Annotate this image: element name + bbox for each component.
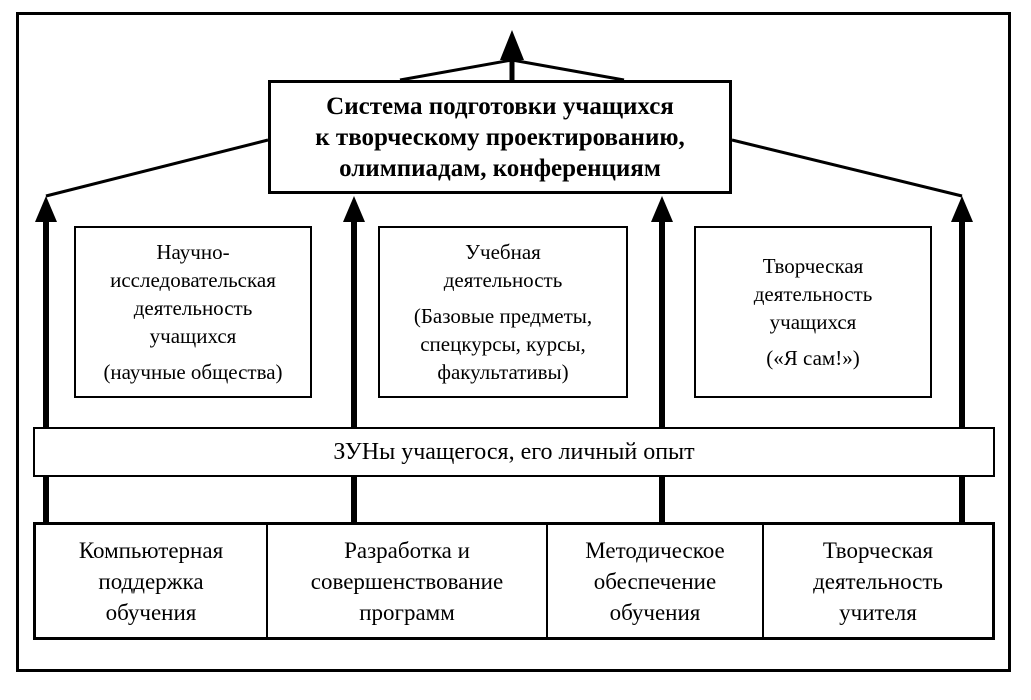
outer-frame (16, 12, 1011, 672)
activity-label: учащихся (149, 324, 237, 348)
arrowhead-4 (951, 196, 973, 222)
research-activity-box: Научно- исследовательская деятельность у… (74, 226, 312, 398)
activity-note: (Базовые предметы, (413, 304, 593, 328)
support-label: совершенствование (310, 568, 504, 594)
support-label: обучения (609, 599, 701, 625)
title-line: Система подготовки учащихся (326, 92, 674, 120)
connector-left (45, 138, 269, 198)
support-cell-methodology: Методическое обеспечение обучения (548, 525, 764, 637)
arrowhead-3 (651, 196, 673, 222)
support-label: деятельность (813, 568, 943, 594)
support-cell-teacher: Творческая деятельность учителя (764, 525, 992, 637)
arrowhead-1 (35, 196, 57, 222)
output-connector-left (399, 58, 513, 82)
study-activity-box: Учебная деятельность (Базовые предметы, … (378, 226, 628, 398)
foundation-bar: ЗУНы учащегося, его личный опыт (33, 427, 995, 477)
creative-activity-box: Творческая деятельность учащихся («Я сам… (694, 226, 932, 398)
support-label: обеспечение (593, 568, 717, 594)
connector-right (731, 138, 963, 198)
support-label: Творческая (822, 537, 934, 563)
support-label: программ (359, 599, 455, 625)
support-label: обучения (105, 599, 197, 625)
arrowhead-2 (343, 196, 365, 222)
activity-note: спецкурсы, курсы, (420, 332, 586, 356)
activity-label: исследовательская (110, 268, 276, 292)
activity-label: Научно- (156, 240, 230, 264)
output-connector-right (511, 58, 625, 82)
support-label: Компьютерная (78, 537, 224, 563)
foundation-label: ЗУНы учащегося, его личный опыт (333, 438, 695, 465)
activity-label: деятельность (443, 268, 563, 292)
system-title-box: Система подготовки учащихся к творческом… (268, 80, 732, 194)
support-label: поддержка (98, 568, 204, 594)
support-cell-computer: Компьютерная поддержка обучения (36, 525, 268, 637)
activity-note: («Я сам!») (766, 346, 860, 370)
activity-label: Учебная (465, 240, 541, 264)
title-line: к творческому проектированию, (315, 123, 685, 151)
activity-label: деятельность (753, 282, 873, 306)
output-arrowhead (500, 30, 524, 60)
activity-note: факультативы) (437, 360, 569, 384)
activity-note: (научные общества) (103, 360, 283, 384)
support-label: Разработка и (344, 537, 470, 563)
activity-label: учащихся (769, 310, 857, 334)
activity-label: Творческая (762, 254, 864, 278)
title-line: олимпиадам, конференциям (339, 154, 661, 182)
activity-label: деятельность (133, 296, 253, 320)
support-row: Компьютерная поддержка обучения Разработ… (33, 522, 995, 640)
support-label: учителя (839, 599, 917, 625)
support-cell-programs: Разработка и совершенствование программ (268, 525, 548, 637)
support-label: Методическое (585, 537, 725, 563)
